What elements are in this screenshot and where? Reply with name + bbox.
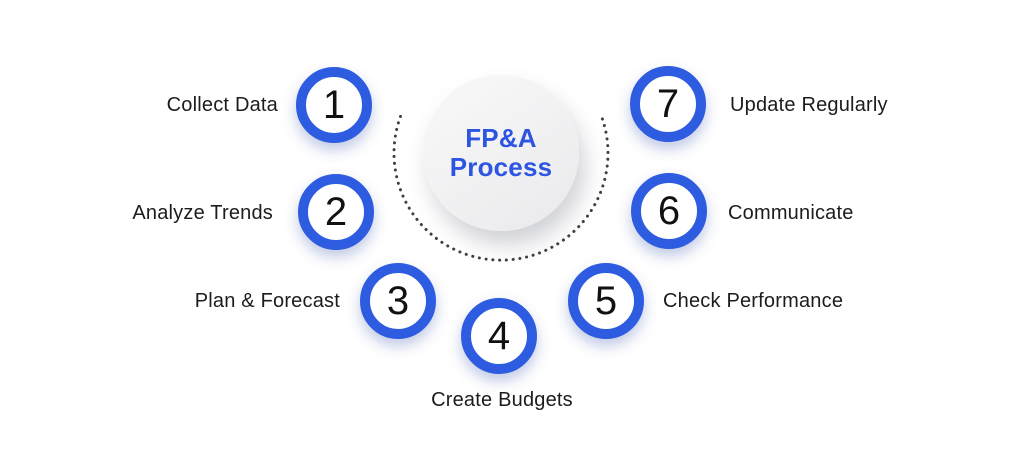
step-number-3: 3 (386, 279, 410, 323)
step-number-7: 7 (656, 82, 680, 126)
step-number-1: 1 (322, 83, 346, 127)
step-label-collect-data: Collect Data (166, 94, 278, 116)
step-circle-6: 6 (631, 173, 707, 249)
diagram-title: FP&A Process (449, 122, 553, 182)
step-circle-7: 7 (630, 66, 706, 142)
diagram-title-line1: FP&A (465, 122, 537, 153)
step-number-4: 4 (487, 314, 511, 358)
step-label-check-performance: Check Performance (663, 290, 844, 312)
step-label-plan-forecast: Plan & Forecast (194, 290, 340, 312)
step-circle-2: 2 (298, 174, 374, 250)
step-number-2: 2 (324, 190, 348, 234)
step-label-communicate: Communicate (728, 202, 854, 224)
step-circle-3: 3 (360, 263, 436, 339)
center-circle: FP&A Process (423, 75, 579, 231)
step-label-update-regularly: Update Regularly (730, 94, 888, 116)
step-label-create-budgets: Create Budgets (431, 389, 573, 411)
step-circle-4: 4 (461, 298, 537, 374)
step-circle-5: 5 (568, 263, 644, 339)
diagram-title-line2: Process (449, 152, 553, 182)
step-label-analyze-trends: Analyze Trends (132, 202, 273, 224)
step-circle-1: 1 (296, 67, 372, 143)
step-number-6: 6 (657, 189, 681, 233)
step-number-5: 5 (594, 279, 618, 323)
